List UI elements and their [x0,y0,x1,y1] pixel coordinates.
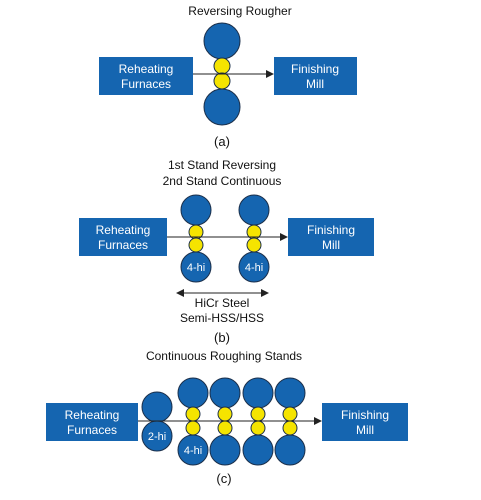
panel-a-work-roll-top [213,57,231,75]
panel-a-mill-label: Mill [306,77,324,91]
panel-c-stand2-work-bottom [217,420,233,436]
panel-b-title-line1: 1st Stand Reversing [168,158,276,172]
panel-a-finishing-label: Finishing [291,62,339,76]
panel-a-caption: (a) [214,134,230,149]
panel-c-stand3-work-top [250,406,266,422]
panel-b-note-line1: HiCr Steel [195,296,250,310]
panel-c-finishing-label: Finishing [341,408,389,422]
panel-b-stand1-backup-bottom [180,251,212,283]
panel-c: Continuous Roughing Stands Reheating Fur… [46,349,408,486]
panel-c-stand1-backup-bottom [177,434,209,466]
panel-c-mill-label: Mill [356,423,374,437]
panel-b-stand2-backup-top [238,194,270,226]
panel-b-mill-label: Mill [322,238,340,252]
panel-b-stand1-work-bottom [188,237,204,253]
panel-b-reheating-furnaces-box [79,218,167,256]
panel-c-stand2-backup-bottom [209,434,241,466]
panel-b-furnaces-label: Furnaces [98,238,148,252]
panel-b-stand2-backup-bottom [238,251,270,283]
panel-a-furnaces-label: Furnaces [121,77,171,91]
panel-c-title: Continuous Roughing Stands [146,349,302,363]
panel-c-stand4-work-top [282,406,298,422]
panel-b: 1st Stand Reversing 2nd Stand Continuous… [79,158,374,345]
panel-c-stand3-backup-top [242,377,274,409]
panel-c-2hi-roll-top [141,391,173,423]
panel-b-title-line2: 2nd Stand Continuous [163,174,282,188]
panel-b-stand2-label: 4-hi [245,262,263,274]
panel-c-4hi-label: 4-hi [184,445,202,457]
panel-c-2hi-label: 2-hi [148,431,166,443]
panel-c-stand2-backup-top [209,377,241,409]
panel-b-stand1-label: 4-hi [187,262,205,274]
panel-b-reheating-label: Reheating [96,223,151,237]
panel-c-finishing-mill-box [322,403,408,441]
panel-a-reheating-furnaces-box [99,57,193,95]
panel-a: Reversing Rougher Reheating Furnaces Fin… [99,4,357,149]
panel-c-stand4-backup-bottom [274,434,306,466]
panel-b-caption: (b) [214,330,230,345]
panel-b-note-line2: Semi-HSS/HSS [180,311,264,325]
panel-c-caption: (c) [216,471,231,486]
panel-c-stand3-backup-bottom [242,434,274,466]
panel-a-backup-roll-top [203,22,241,60]
panel-c-reheating-label: Reheating [65,408,120,422]
panel-b-stand2-work-bottom [246,237,262,253]
panel-b-finishing-mill-box [288,218,374,256]
panel-c-stand2-work-top [217,406,233,422]
panel-a-reheating-label: Reheating [119,62,174,76]
panel-a-title: Reversing Rougher [188,4,291,18]
panel-c-furnaces-label: Furnaces [67,423,117,437]
panel-b-finishing-label: Finishing [307,223,355,237]
panel-a-finishing-mill-box [274,57,357,95]
panel-a-backup-roll-bottom [203,88,241,126]
panel-a-work-roll-bottom [213,72,231,90]
panel-c-reheating-furnaces-box [46,403,138,441]
panel-c-stand3-work-bottom [250,420,266,436]
panel-c-stand4-work-bottom [282,420,298,436]
panel-c-stand1-work-top [185,406,201,422]
panel-b-stand1-backup-top [180,194,212,226]
panel-c-stand4-backup-top [274,377,306,409]
panel-c-stand1-work-bottom [185,420,201,436]
panel-c-stand1-backup-top [177,377,209,409]
